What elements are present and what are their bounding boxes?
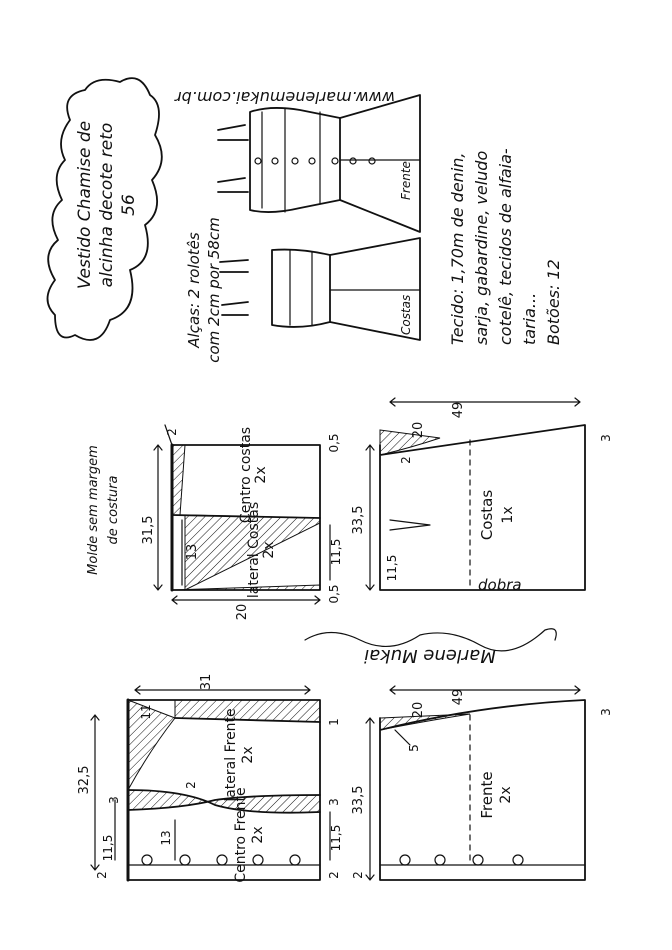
back-skirt-hatch [379, 429, 441, 456]
straps-note: Alças: 2 rolotês com 2cm por 58cm [185, 217, 223, 363]
back-bodice-hatch-top [171, 444, 186, 516]
front-bodice-hatch-left [127, 699, 176, 791]
side-front-qty: 2x [240, 746, 256, 763]
straps-note-line-2: com 2cm por 58cm [205, 217, 223, 363]
back-dress-sketch: Costas [219, 237, 421, 341]
front-bodice-buttons [141, 854, 301, 866]
front-skirt-dim-top-curve: 20 [411, 702, 426, 719]
back-bodice-pattern: Centro costas 2x lateral Costas 2x 31,5 … [141, 424, 343, 621]
back-skirt-dim-right: 3 [599, 434, 613, 442]
front-bodice-dim-bottom-right: 2 [327, 871, 341, 879]
fabric-note: Tecido: 1,70m de denin, sarja, gabardine… [448, 148, 563, 345]
front-bodice-dim-left-low: 11,5 [101, 835, 115, 862]
front-skirt-buttons [399, 854, 524, 866]
back-skirt-qty: 1x [500, 506, 516, 523]
fabric-note-line-3: cotelê, tecidos de alfaia- [496, 148, 515, 345]
back-skirt-dim-side: 33,5 [351, 506, 366, 535]
back-bodice-dim-width: 20 [235, 604, 250, 621]
front-bodice-dim-left-mid: 3 [107, 796, 121, 804]
front-bodice-hatch-mid [127, 789, 321, 814]
front-skirt-qty: 2x [498, 786, 514, 803]
front-skirt-pattern: Frente 2x 49 20 33,5 5 2 3 [351, 685, 613, 881]
front-skirt-dim-drop: 2 [351, 871, 365, 879]
signature-text: Marlene Mukai [364, 645, 496, 666]
back-bodice-hatch-mid [184, 514, 321, 591]
center-front-name: Centro Frente [233, 787, 249, 882]
back-bodice-dim-height: 31,5 [141, 516, 156, 545]
front-buttons [254, 157, 376, 165]
front-bodice-dim-height: 32,5 [77, 766, 92, 795]
back-skirt-fold: dobra [478, 576, 522, 594]
front-bodice-dim-top-left: 11 [139, 704, 153, 719]
side-back-name: lateral Costas [246, 502, 262, 598]
back-bodice-hatch-bottom [171, 584, 321, 591]
front-bodice-dim-width: 31 [199, 674, 214, 691]
front-dress-sketch: Frente [217, 94, 421, 233]
center-back-name: Centro costas [238, 427, 254, 523]
fabric-note-line-1: Tecido: 1,70m de denin, [448, 153, 467, 346]
fabric-note-line-5: Botões: 12 [544, 259, 563, 345]
front-bodice-dim-bottom-left: 2 [95, 871, 109, 879]
front-bodice-hatch-top [174, 699, 321, 723]
front-sketch-label: Frente [399, 161, 413, 200]
back-skirt-dim-drop: 2 [399, 456, 413, 464]
back-skirt-dim-width: 49 [451, 402, 466, 419]
front-skirt-dim-right: 3 [599, 708, 613, 716]
mold-note-line-2: de costura [106, 476, 121, 545]
title-cloud: Vestido Chamise de alcinha decote reto 5… [46, 77, 163, 341]
front-bodice-dim-lower: 13 [159, 830, 173, 845]
side-back-qty: 2x [261, 541, 277, 558]
front-bodice-dim-mid: 2 [184, 781, 198, 789]
back-skirt-pattern: Costas 1x dobra 49 20 33,5 11,5 2 3 [351, 397, 613, 594]
front-skirt-dim-width: 49 [451, 689, 466, 706]
title-line-2: alcinha decote reto [97, 123, 117, 288]
front-skirt-dim-side: 33,5 [351, 786, 366, 815]
title-line-1: Vestido Chamise de [75, 121, 95, 289]
side-front-name: lateral Frente [223, 708, 239, 801]
front-bodice-dim-right-mid: 3 [327, 798, 341, 806]
center-front-qty: 2x [250, 826, 266, 843]
back-skirt-dim-top-curve: 20 [411, 422, 426, 439]
title-size: 56 [119, 194, 139, 216]
website-text: www.marlenemukai.com.br [174, 88, 395, 107]
back-bodice-dim-right-top: 0,5 [327, 433, 341, 452]
front-bodice-pattern: lateral Frente 2x Centro Frente 2x 32,5 … [77, 674, 343, 883]
front-bodice-dim-right-low: 11,5 [329, 825, 343, 852]
front-skirt-name: Frente [478, 771, 496, 818]
front-skirt-hatch [379, 713, 471, 731]
fabric-note-line-2: sarja, gabardine, veludo [472, 151, 491, 345]
front-skirt-dim-curve: 5 [407, 744, 421, 752]
straps-note-line-1: Alças: 2 rolotês [185, 232, 203, 349]
mold-note: Molde sem margem de costura [86, 445, 121, 575]
back-bodice-dim-right-bottom: 0,5 [327, 584, 341, 603]
signature: Marlene Mukai [304, 628, 557, 666]
back-bodice-dim-top: 2 [165, 428, 179, 436]
mold-note-line-1: Molde sem margem [86, 445, 101, 575]
back-skirt-dim-dart: 11,5 [385, 555, 399, 582]
front-bodice-dim-right-top: 1 [327, 718, 341, 726]
back-skirt-name: Costas [478, 490, 496, 541]
center-back-qty: 2x [253, 466, 269, 483]
back-bodice-dim-lower: 13 [185, 544, 200, 561]
back-sketch-label: Costas [399, 295, 413, 335]
back-bodice-dim-right-mid: 11,5 [329, 539, 343, 566]
fabric-note-line-4: taria... [520, 293, 539, 345]
